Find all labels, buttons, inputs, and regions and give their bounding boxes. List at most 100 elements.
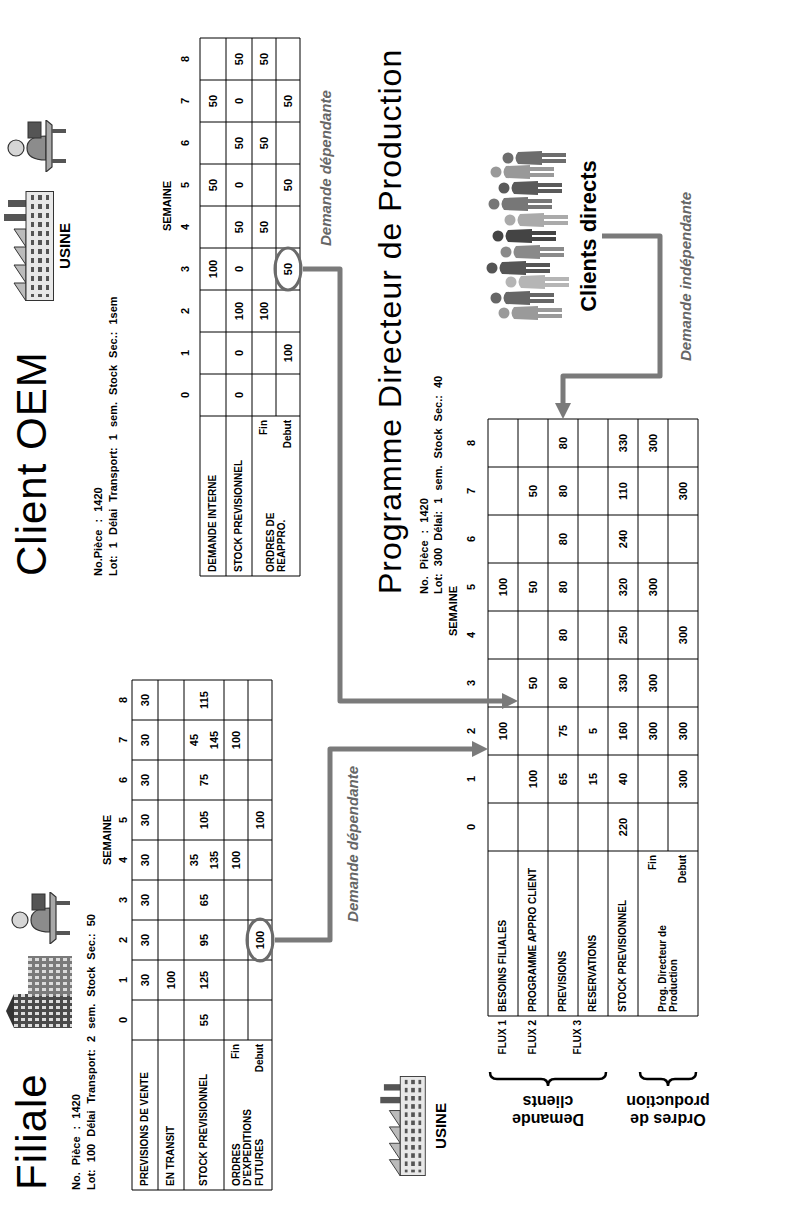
table-line <box>698 419 699 1016</box>
row-label: ORDRES DE REAPPRO. <box>252 460 300 576</box>
table-line <box>488 851 698 852</box>
table-cell: 300 <box>668 755 698 803</box>
table-cell: 65 <box>548 755 578 803</box>
table-line <box>132 1190 272 1191</box>
crowd-person <box>506 275 570 289</box>
table-cell: 50 <box>518 467 548 515</box>
table-cell: 100 <box>276 332 300 374</box>
table-cell: 100 <box>224 720 248 760</box>
week-header: SEMAINE <box>100 800 114 880</box>
table-cell: 95 <box>184 920 224 960</box>
table-cell: 0 <box>226 80 252 122</box>
row-label: DEMANDE INTERNE <box>200 416 226 576</box>
week-number: 6 <box>464 515 478 563</box>
table-line <box>132 760 272 761</box>
table-line <box>132 840 272 841</box>
crowd-person <box>503 151 567 165</box>
table-cell: 50 <box>226 206 252 248</box>
table-line <box>668 419 669 851</box>
table-line <box>200 38 201 576</box>
row-label: STOCK PREVISIONNEL <box>226 416 252 576</box>
table-cell: 55 <box>184 1000 224 1040</box>
table-line <box>578 419 579 1016</box>
table-cell: 330 <box>608 419 638 467</box>
table-cell: 50 <box>276 80 300 122</box>
part-info: No. Pièce : 1420 <box>70 1094 82 1190</box>
table-cell: 50 <box>518 563 548 611</box>
week-number: 7 <box>116 720 130 760</box>
table-cell: 30 <box>132 840 158 880</box>
table-line <box>488 515 698 516</box>
table-line <box>488 563 698 564</box>
table-cell: 300 <box>638 707 668 755</box>
row-label: BESOINS FILIALES <box>488 851 518 1016</box>
node-text: 50 <box>282 263 294 275</box>
table-line <box>488 659 698 660</box>
week-number: 8 <box>178 38 192 80</box>
node-text: 100 <box>254 931 266 949</box>
table-line <box>200 122 300 123</box>
week-number: 7 <box>178 80 192 122</box>
factory-label: USINE <box>432 1076 450 1176</box>
table-cell: 15 <box>578 755 608 803</box>
group-label: Ordres de production <box>618 1092 718 1129</box>
table-cell: 30 <box>132 960 158 1000</box>
table-grid <box>132 38 698 1190</box>
week-number: 0 <box>178 374 192 416</box>
table-cell: 0 <box>226 164 252 206</box>
table-cell: 80 <box>548 515 578 563</box>
row-label: STOCK PREVISIONNEL <box>184 1040 224 1190</box>
part-info: No. Pièce : 1420 <box>418 498 430 594</box>
table-line <box>488 1016 698 1017</box>
flux-label: FLUX 3 <box>548 1020 608 1070</box>
table-cell: 100 <box>488 563 518 611</box>
table-cell: 80 <box>548 467 578 515</box>
table-line <box>638 419 639 1016</box>
table-line <box>200 374 300 375</box>
table-line <box>200 416 300 417</box>
week-number: 2 <box>464 707 478 755</box>
crowd-person <box>505 213 569 227</box>
table-cell: 30 <box>132 720 158 760</box>
table-line <box>132 720 272 721</box>
table-cell-box: 100 <box>488 707 518 755</box>
part-info: Lot: 300 Délai: 1 sem. Stock Sec.: 40 <box>432 376 444 594</box>
table-line <box>248 680 249 1040</box>
table-line <box>200 80 300 81</box>
part-info: Lot: 1 Délai Transport: 1 sem. Stock Sec… <box>107 296 119 576</box>
table-cell: 30 <box>132 920 158 960</box>
table-line <box>132 1040 272 1041</box>
table-line <box>132 960 272 961</box>
week-number: 1 <box>116 960 130 1000</box>
part-info: Lot: 100 Délai Transport: 2 sem. Stock S… <box>85 914 97 1190</box>
table-cell-box: 80 <box>548 419 578 467</box>
row-label: Prog. Directeur de Production <box>638 895 698 1016</box>
table-line <box>184 680 185 1190</box>
row-label: ORDRES D'EXPEDITIONS FUTURES <box>224 1084 272 1190</box>
crowd-person <box>501 245 565 259</box>
node-text: 50 <box>527 677 539 689</box>
flow-label: Demande dépendante <box>345 766 362 966</box>
table-line <box>158 680 159 1190</box>
office-building-icon <box>6 956 72 1028</box>
row-label: PREVISIONS <box>548 851 578 1016</box>
crowd-person <box>491 291 555 305</box>
table-cell: 110 <box>608 467 638 515</box>
table-cell: 100 <box>158 960 184 1000</box>
table-cell: 40 <box>608 755 638 803</box>
table-line <box>548 419 549 1016</box>
table-cell: 30 <box>132 880 158 920</box>
week-number: 6 <box>178 122 192 164</box>
table-cell: 100 <box>200 248 226 290</box>
week-number: 5 <box>116 800 130 840</box>
factory-icon <box>380 1076 425 1176</box>
section-title: Filiale <box>8 1073 56 1190</box>
table-line <box>488 419 489 1016</box>
table-cell: 80 <box>548 563 578 611</box>
table-line <box>252 38 253 576</box>
table-grid <box>132 680 272 1190</box>
brace <box>490 1072 606 1086</box>
crowd-person <box>499 181 563 195</box>
